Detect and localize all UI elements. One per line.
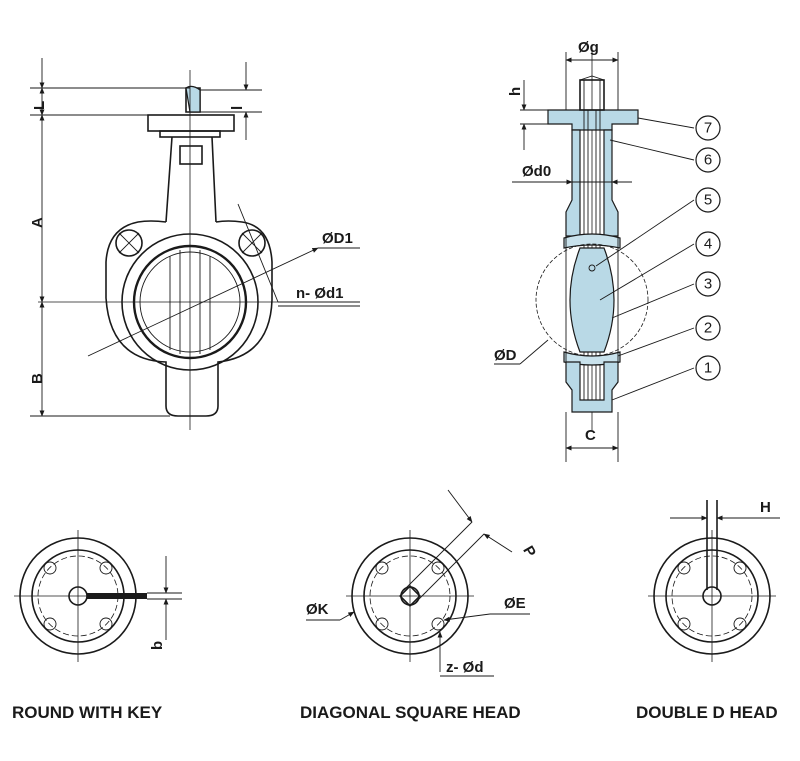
- dim-D1-label: ØD1: [322, 230, 353, 247]
- svg-text:6: 6: [704, 152, 712, 169]
- part-balloon-7: 7: [695, 115, 721, 141]
- dim-K-label: ØK: [306, 601, 329, 618]
- caption-double-d-head: DOUBLE D HEAD: [636, 703, 778, 722]
- dim-nd1-label: n- Ød1: [296, 285, 344, 302]
- dim-d0-label: Ød0: [522, 163, 551, 180]
- part-balloon-1: 1: [695, 355, 721, 381]
- double-d-head-view: H DOUBLE D HEAD: [636, 499, 780, 722]
- section-view: Øg h Ød0 ØD C 7 6 5 4 3: [494, 39, 721, 462]
- svg-text:1: 1: [704, 360, 712, 377]
- svg-text:7: 7: [704, 120, 712, 137]
- svg-text:2: 2: [704, 320, 712, 337]
- part-balloon-4: 4: [695, 231, 721, 257]
- dim-P-label: P: [519, 543, 539, 560]
- dim-B-label: B: [29, 373, 46, 384]
- dim-A-label: A: [29, 217, 46, 228]
- dim-h-label: h: [507, 87, 524, 96]
- dim-zd-label: z- Ød: [446, 659, 484, 676]
- round-with-key-view: b ROUND WITH KEY: [12, 530, 182, 722]
- svg-text:4: 4: [704, 236, 712, 253]
- diagonal-square-head-view: P ØK ØE z- Ød DIAGONAL SQUARE HEAD: [300, 489, 539, 722]
- caption-round-with-key: ROUND WITH KEY: [12, 703, 163, 722]
- dim-C-label: C: [585, 427, 596, 444]
- dim-g-label: Øg: [578, 39, 599, 56]
- dim-l-label: l: [229, 106, 246, 110]
- part-balloon-3: 3: [695, 271, 721, 297]
- dim-H-label: H: [760, 499, 771, 516]
- caption-diagonal-square-head: DIAGONAL SQUARE HEAD: [300, 703, 521, 722]
- front-view: L l A B ØD1 n- Ød1: [29, 58, 360, 430]
- svg-text:3: 3: [704, 276, 712, 293]
- dim-b-label: b: [149, 641, 166, 650]
- part-balloon-5: 5: [695, 187, 721, 213]
- svg-text:5: 5: [704, 192, 712, 209]
- dim-E-label: ØE: [504, 595, 526, 612]
- part-balloon-6: 6: [695, 147, 721, 173]
- part-balloon-2: 2: [695, 315, 721, 341]
- dim-L-label: L: [31, 101, 48, 110]
- dim-D-label: ØD: [494, 347, 517, 364]
